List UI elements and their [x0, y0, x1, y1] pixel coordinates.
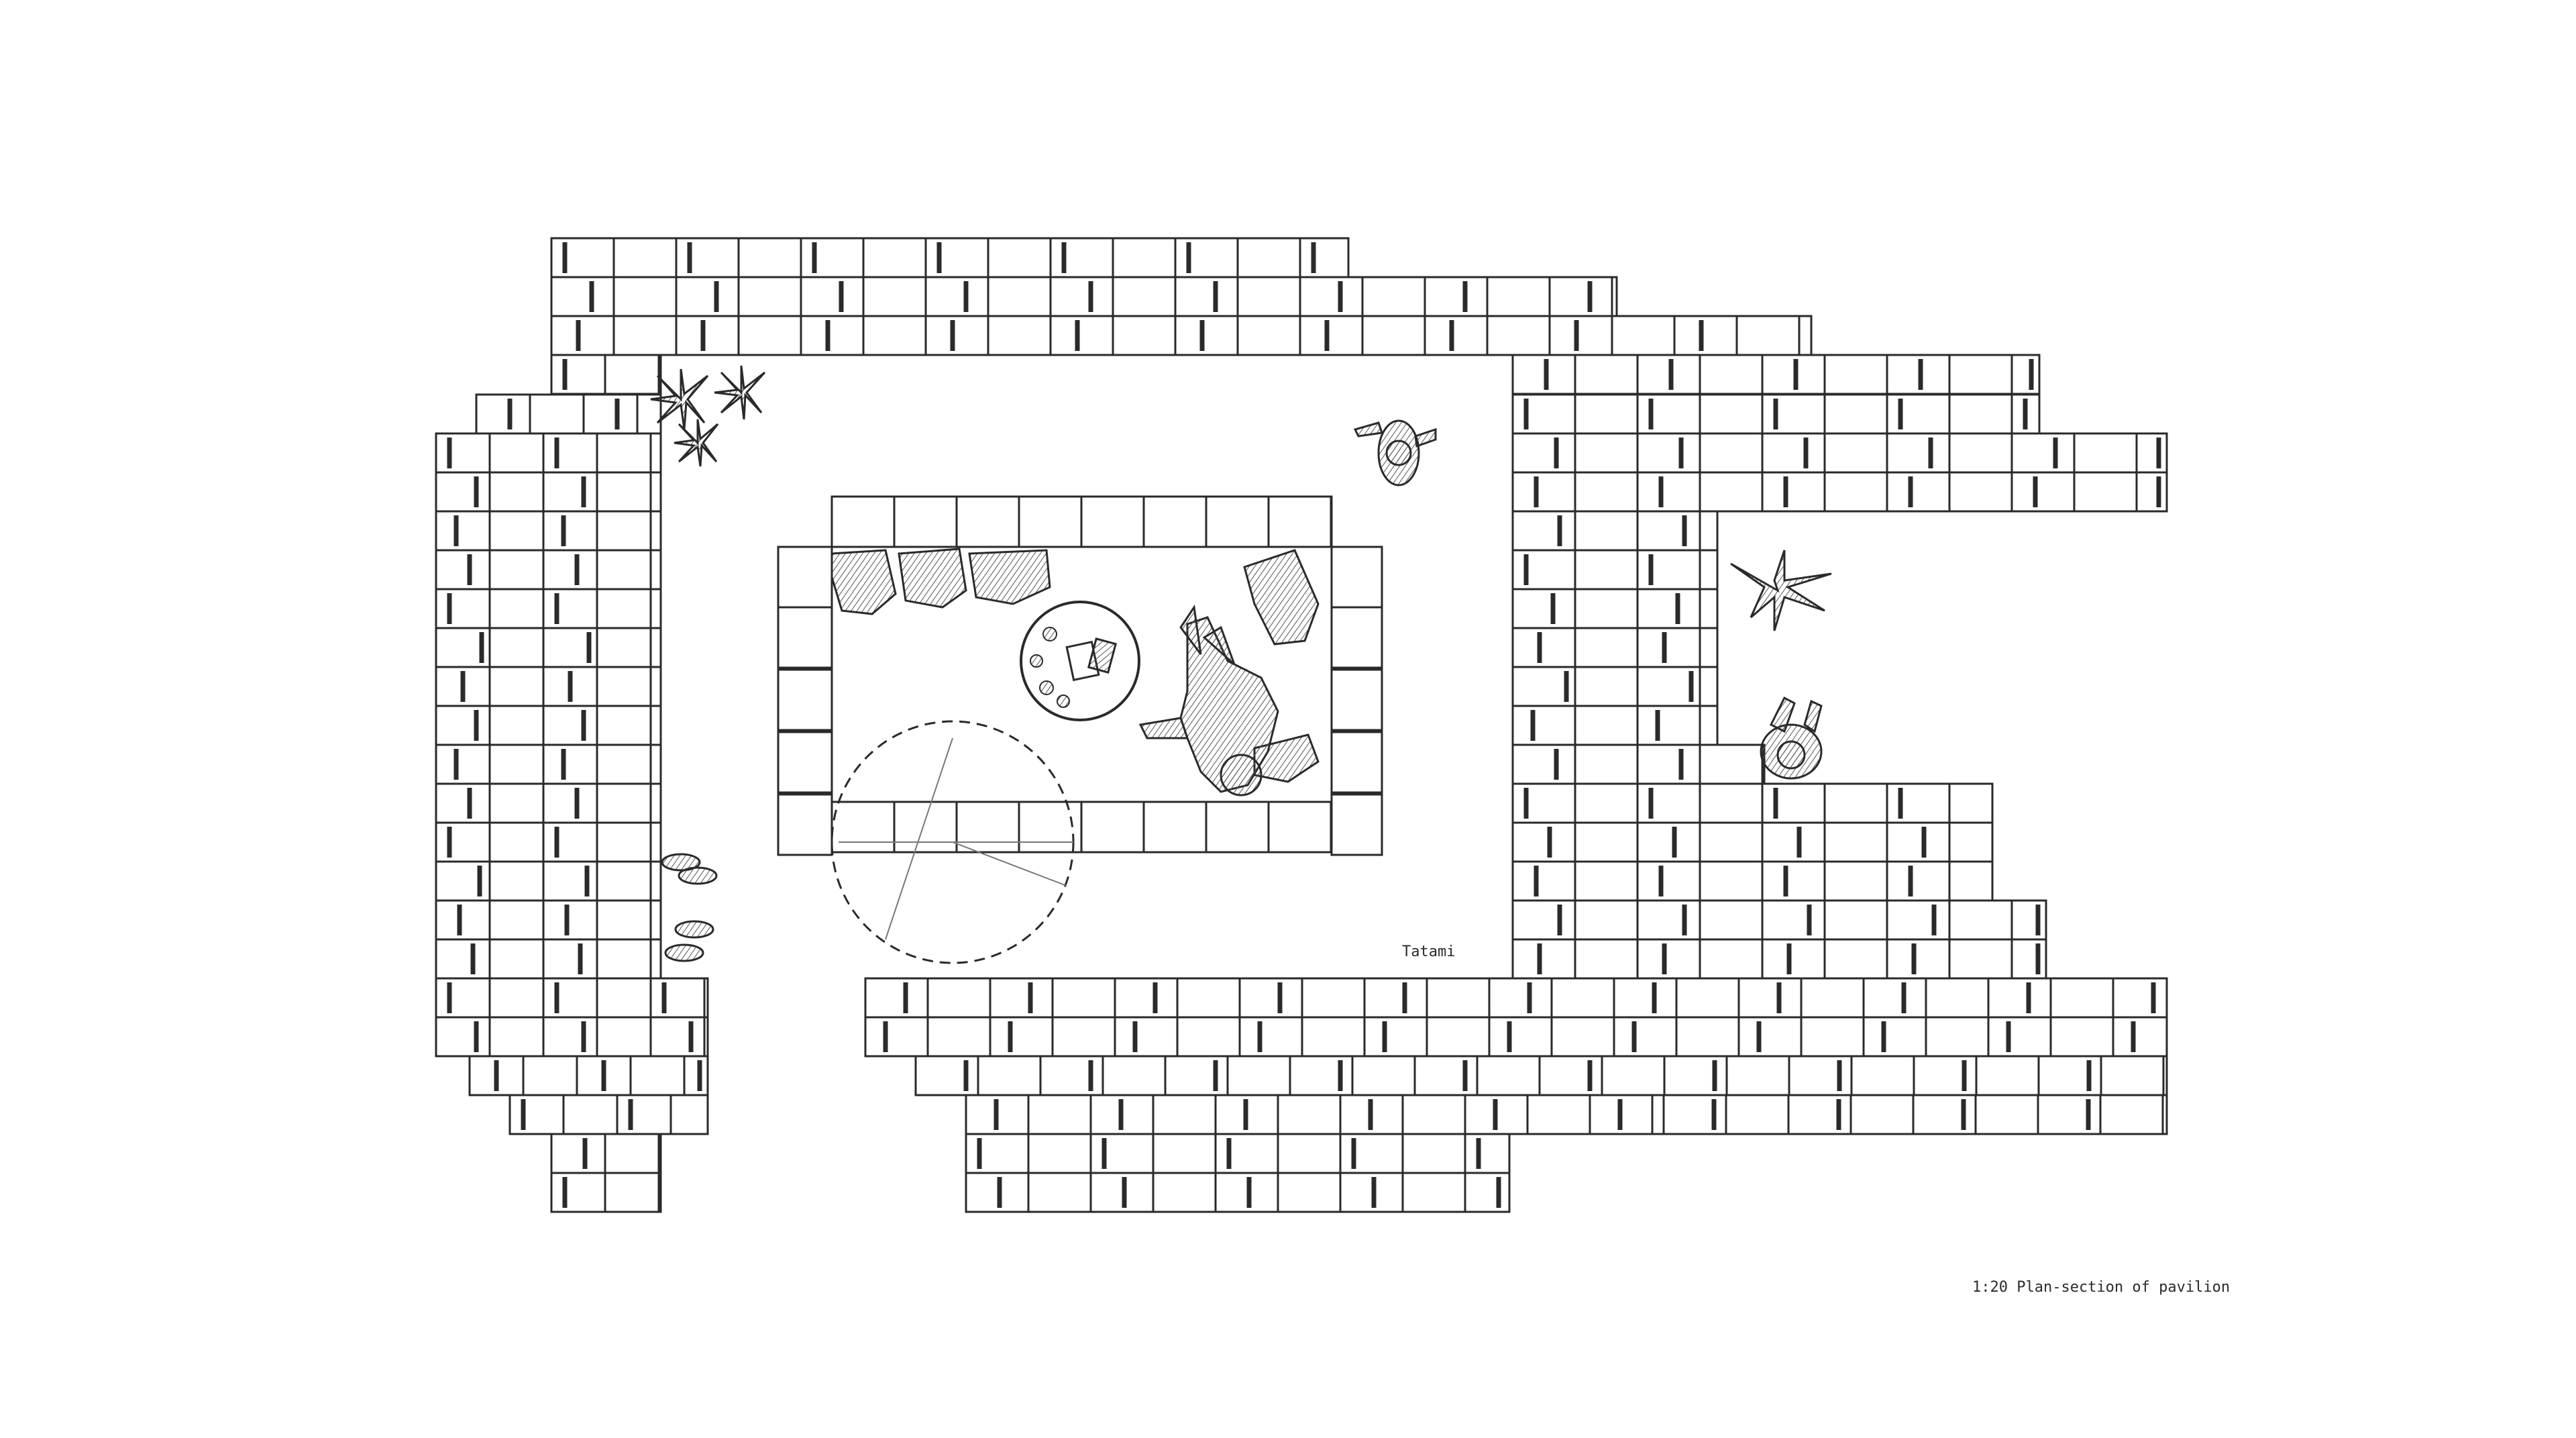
tatami-label: Tatami [1402, 943, 1455, 960]
drawing-caption: 1:20 Plan-section of pavilion [1972, 1279, 2230, 1296]
tatami-mat [1267, 801, 1332, 854]
tatami-mat [955, 495, 1020, 548]
tatami-mat [1018, 495, 1083, 548]
tatami-side-mat [1330, 731, 1383, 794]
tatami-side-mat [777, 606, 833, 669]
tatami-mat [1080, 801, 1145, 854]
paving-tile [657, 1172, 662, 1213]
tatami-side-mat [1330, 793, 1383, 856]
paving-tile [657, 354, 662, 395]
paving-tiles [435, 237, 2168, 1213]
shoes [661, 853, 718, 962]
paving-tile [669, 1094, 709, 1135]
plant-right [1730, 550, 1832, 631]
standing-person-top [1353, 419, 1437, 486]
tatami-mat [830, 495, 896, 548]
tatami-mat [1205, 801, 1270, 854]
tatami-mat [1267, 495, 1332, 548]
tatami-mat [893, 801, 958, 854]
standing-person-right [1760, 696, 1823, 780]
tatami-mat [1142, 495, 1208, 548]
tatami-mat [1330, 495, 1333, 548]
paving-tile [2135, 471, 2168, 513]
paving-tile [657, 1133, 662, 1174]
paving-tile [2161, 1094, 2168, 1135]
door-swing-circle [830, 720, 1075, 964]
tatami-side-mat [1330, 668, 1383, 731]
tatami-mat [830, 801, 896, 854]
tatami-mat [893, 495, 958, 548]
plant-cluster-top-left [650, 365, 766, 467]
paving-tile [1464, 1172, 1511, 1213]
tatami-side-mat [1330, 606, 1383, 669]
tatami-side-mat [777, 668, 833, 731]
tatami-side-mat [777, 731, 833, 794]
tatami-mat [1142, 801, 1208, 854]
floor-cushions [830, 548, 1320, 783]
round-table [1020, 601, 1140, 721]
tatami-mat [1205, 495, 1270, 548]
tatami-mat [1080, 495, 1145, 548]
tatami-mat [955, 801, 1020, 854]
reclining-person-figure [1138, 604, 1279, 797]
tatami-mat [1018, 801, 1083, 854]
tatami-side-mat [777, 793, 833, 856]
